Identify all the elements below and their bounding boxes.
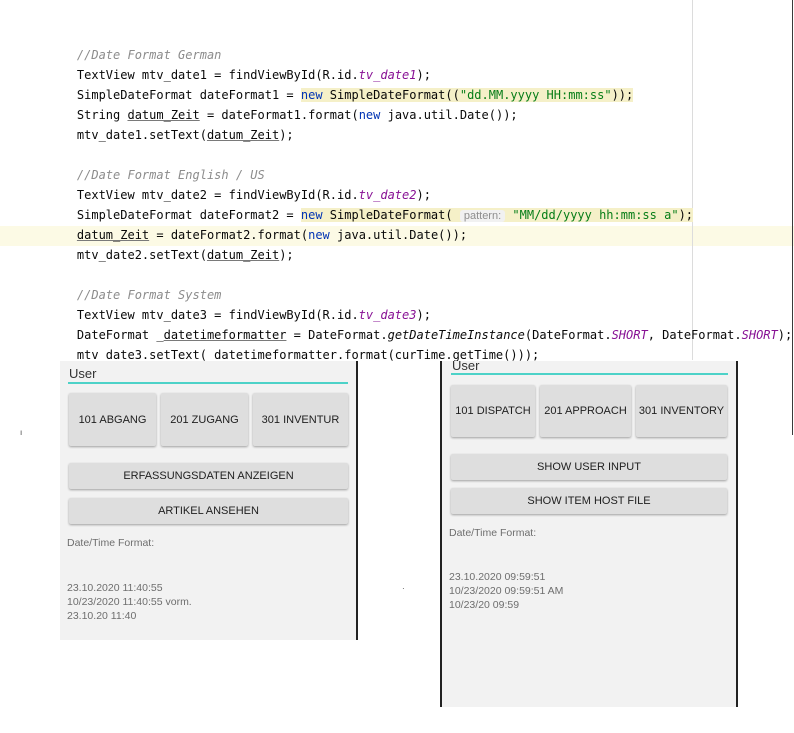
code-line-9[interactable]: TextView mtv_date3 = findViewById(R.id.t… xyxy=(76,308,431,322)
date-us: 10/23/2020 09:59:51 AM xyxy=(449,585,564,597)
code-line-comment-german[interactable]: //Date Format German xyxy=(76,48,222,62)
user-input-underline[interactable] xyxy=(68,382,348,384)
show-user-input-button[interactable]: SHOW USER INPUT xyxy=(451,454,727,480)
right-margin-guide xyxy=(692,0,693,360)
show-item-button[interactable]: ARTIKEL ANSEHEN xyxy=(69,498,348,524)
button-201[interactable]: 201 ZUGANG xyxy=(161,393,248,446)
user-field-label: User xyxy=(69,366,97,381)
date-german: 23.10.2020 11:40:55 xyxy=(67,582,163,594)
show-item-button[interactable]: SHOW ITEM HOST FILE xyxy=(451,488,727,514)
code-line-comment-us[interactable]: //Date Format English / US xyxy=(76,168,265,182)
code-line-5[interactable]: TextView mtv_date2 = findViewById(R.id.t… xyxy=(76,188,431,202)
code-line-1[interactable]: TextView mtv_date1 = findViewById(R.id.t… xyxy=(76,68,431,82)
stray-mark: ı xyxy=(20,428,23,437)
code-line-7[interactable]: datum_Zeit = dateFormat2.format(new java… xyxy=(76,228,468,242)
date-time-format-caption: Date/Time Format: xyxy=(449,527,537,539)
stray-dot: · xyxy=(402,584,405,593)
phone-screenshot-german: User 101 ABGANG 201 ZUGANG 301 INVENTUR … xyxy=(60,361,358,640)
button-301[interactable]: 301 INVENTORY xyxy=(636,385,727,437)
user-input-underline[interactable] xyxy=(451,373,728,375)
date-system: 23.10.20 11:40 xyxy=(67,610,137,622)
date-german: 23.10.2020 09:59:51 xyxy=(449,571,546,583)
user-field-label: User xyxy=(452,358,480,373)
code-line-8[interactable]: mtv_date2.setText(datum_Zeit); xyxy=(76,248,294,262)
code-line-11[interactable]: mtv_date3.setText(_datetimeformatter.for… xyxy=(76,348,540,362)
code-line-3[interactable]: String datum_Zeit = dateFormat1.format(n… xyxy=(76,108,518,122)
code-line-4[interactable]: mtv_date1.setText(datum_Zeit); xyxy=(76,128,294,142)
current-line-highlight xyxy=(0,226,794,246)
code-line-comment-system[interactable]: //Date Format System xyxy=(76,288,222,302)
date-system: 10/23/20 09:59 xyxy=(449,599,520,611)
code-line-10[interactable]: DateFormat _datetimeformatter = DateForm… xyxy=(76,328,793,342)
button-201[interactable]: 201 APPROACH xyxy=(540,385,631,437)
parameter-hint: pattern: xyxy=(459,210,506,222)
button-301[interactable]: 301 INVENTUR xyxy=(253,393,348,446)
phone-screenshot-english: User 101 DISPATCH 201 APPROACH 301 INVEN… xyxy=(440,358,738,707)
code-editor[interactable]: //Date Format German TextView mtv_date1 … xyxy=(0,0,794,362)
editor-border xyxy=(792,0,793,435)
button-101[interactable]: 101 DISPATCH xyxy=(451,385,535,437)
date-time-format-caption: Date/Time Format: xyxy=(67,537,155,549)
show-user-input-button[interactable]: ERFASSUNGSDATEN ANZEIGEN xyxy=(69,463,348,489)
code-line-6[interactable]: SimpleDateFormat dateFormat2 = new Simpl… xyxy=(76,208,694,222)
code-line-2[interactable]: SimpleDateFormat dateFormat1 = new Simpl… xyxy=(76,88,634,102)
button-101[interactable]: 101 ABGANG xyxy=(69,393,156,446)
date-us: 10/23/2020 11:40:55 vorm. xyxy=(67,596,192,608)
